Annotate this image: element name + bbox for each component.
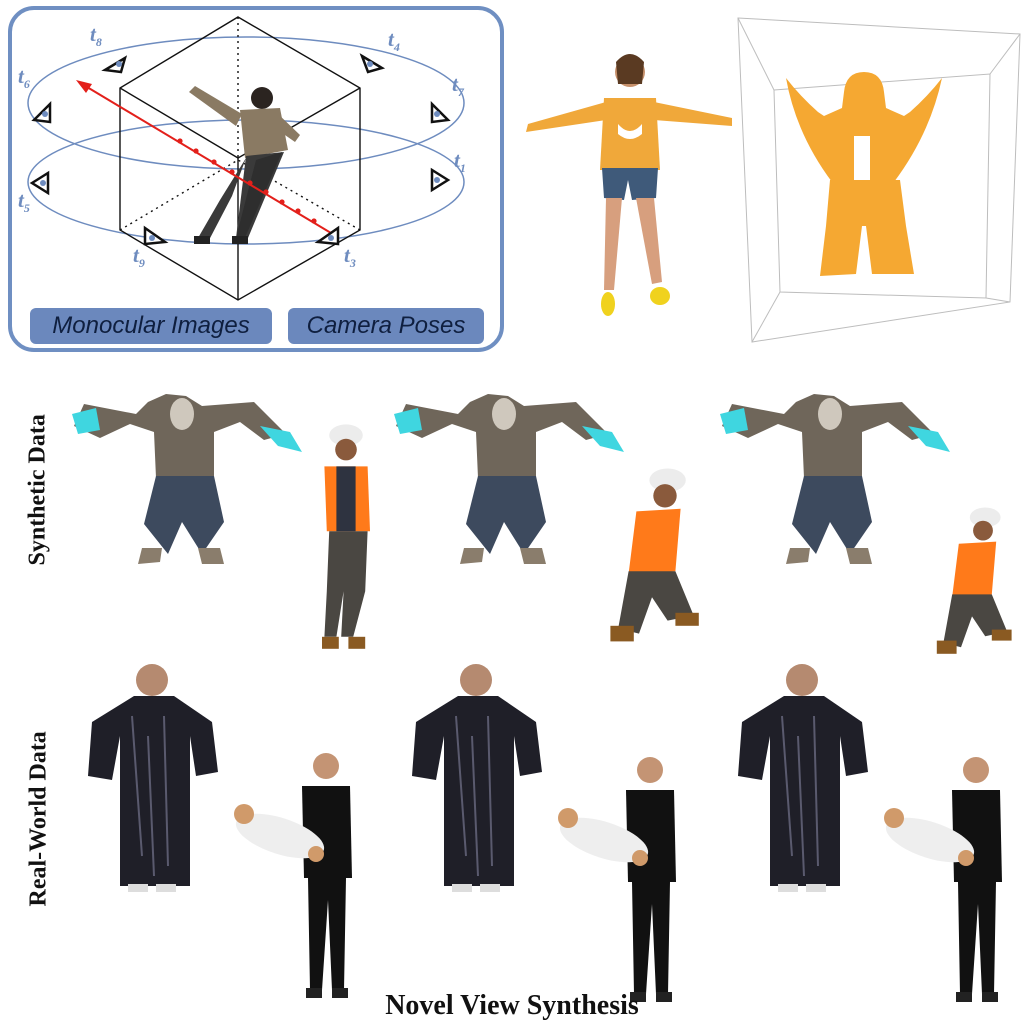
kimono-person-figure <box>411 663 543 893</box>
time-label-t8: t8 <box>90 22 102 50</box>
man-holding-dog-figure <box>880 757 1002 1002</box>
time-label-t9: t9 <box>133 243 145 271</box>
time-label-t5: t5 <box>18 188 30 216</box>
time-label-t6: t6 <box>18 64 30 92</box>
worker-figure <box>322 424 370 649</box>
camera-eye-icon <box>430 100 451 124</box>
point-cloud-silhouette <box>786 72 942 276</box>
camera-eye-icon <box>143 225 169 246</box>
monster-figure <box>720 394 950 564</box>
man-holding-dog-figure <box>554 757 676 1002</box>
camera-eye-icon <box>430 167 451 193</box>
camera-eye-icon <box>31 100 52 124</box>
kimono-person-figure <box>87 663 219 893</box>
real-world-data-row <box>87 663 1002 1002</box>
synthetic-data-row <box>72 394 1012 654</box>
sample-ray <box>76 80 337 237</box>
worker-crouch-figure <box>936 507 1012 654</box>
monster-figure <box>72 394 302 564</box>
camera-eye-icon <box>101 55 128 74</box>
point-cloud-box <box>737 17 1021 343</box>
camera-eye-icon <box>314 225 340 246</box>
plaid-person-figure <box>189 86 300 244</box>
camera-orbit-diagram <box>27 16 465 301</box>
novel-view-synthesis-caption: Novel View Synthesis <box>385 990 639 1021</box>
camera-eye-icon <box>359 53 386 74</box>
bounding-cube <box>119 16 361 301</box>
time-label-t3: t3 <box>344 243 356 271</box>
woman-figure <box>526 54 732 316</box>
time-label-t7: t7 <box>452 72 464 100</box>
camera-eye-icon <box>29 170 50 196</box>
man-holding-dog-figure <box>230 753 352 998</box>
kimono-person-figure <box>737 663 869 893</box>
camera-poses-pill: Camera Poses <box>288 308 484 344</box>
real-world-data-label: Real-World Data <box>25 731 52 907</box>
monocular-images-pill: Monocular Images <box>30 308 272 344</box>
worker-crouch-figure <box>610 468 699 642</box>
time-label-t1: t1 <box>454 148 466 176</box>
synthetic-data-label: Synthetic Data <box>24 414 51 566</box>
monster-figure <box>394 394 624 564</box>
time-label-t4: t4 <box>388 27 400 55</box>
